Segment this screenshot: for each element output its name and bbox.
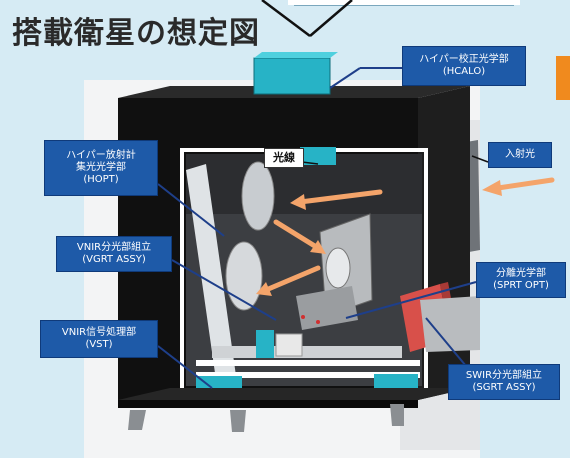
beam-arrow-1-line	[297, 189, 383, 205]
vst-module	[256, 330, 274, 358]
leader-vst	[157, 345, 213, 389]
label-hcalo-line-1: ハイパー校正光学部	[419, 54, 509, 65]
grating-base	[296, 286, 358, 330]
title-pointer-line-2	[309, 0, 353, 37]
label-vst-line-1: VNIR信号処理部	[61, 327, 137, 338]
label-vst: VNIR信号処理部 (VST)	[40, 320, 158, 358]
leader-vgrt	[171, 259, 277, 321]
label-vst-line-2: (VST)	[85, 339, 113, 350]
beam-arrow-3-line	[263, 265, 321, 293]
title-pointer-line-1	[261, 0, 311, 37]
label-vgrt-line-2: (VGRT ASSY)	[82, 254, 146, 265]
label-vgrt: VNIR分光部組立 (VGRT ASSY)	[56, 236, 172, 272]
label-sprt: 分離光学部 (SPRT OPT)	[476, 262, 566, 298]
base-edge	[118, 400, 418, 408]
hopt-mirror-arm	[186, 164, 238, 394]
beam-arrow-3-head	[256, 282, 272, 296]
label-hopt-line-3: (HOPT)	[83, 174, 119, 185]
slide-title: 搭載衛星の想定図	[12, 16, 260, 51]
swir-grey-part	[420, 296, 480, 352]
label-sprt-line-1: 分離光学部	[496, 268, 546, 279]
grating-optic	[325, 247, 351, 289]
orange-side-tab	[556, 56, 570, 100]
label-vgrt-line-1: VNIR分光部組立	[76, 242, 152, 253]
beam-arrow-2-head	[310, 240, 326, 254]
grating-dot-2	[316, 320, 320, 324]
mirror-upper	[241, 161, 275, 231]
vst-box	[275, 333, 303, 357]
foot-3	[390, 404, 404, 426]
leader-hcalo-2	[329, 67, 361, 89]
leader-lines-black	[301, 155, 489, 165]
bench-rail	[196, 360, 420, 366]
label-ray: 光線	[264, 148, 304, 168]
label-hcalo: ハイパー校正光学部 (HCALO)	[402, 46, 526, 86]
hcalo-block	[253, 57, 331, 95]
incident-arrow-line	[495, 177, 555, 191]
ray-cyan-block	[300, 147, 336, 165]
leader-ray	[301, 161, 319, 165]
mirror-lower	[225, 241, 263, 311]
leader-sprt	[345, 281, 477, 319]
beam-arrow-1-head	[290, 194, 306, 210]
header-frame-line	[294, 5, 514, 6]
label-incident-line-1: 入射光	[505, 149, 535, 160]
label-hopt-line-1: ハイパー放射計	[66, 150, 136, 161]
leader-incident	[471, 155, 489, 163]
label-sprt-line-2: (SPRT OPT)	[493, 280, 549, 291]
label-sgrt-line-2: (SGRT ASSY)	[472, 382, 536, 393]
label-sgrt-line-1: SWIR分光部組立	[465, 370, 543, 381]
optical-bench	[212, 346, 402, 358]
incident-arrow-head	[482, 180, 502, 196]
beam-arrow-2-line	[273, 219, 321, 251]
label-ray-line-1: 光線	[273, 151, 295, 164]
label-hopt-line-2: 集光光学部	[76, 162, 126, 173]
bench-rail-lower	[196, 372, 420, 378]
header-frame-bar	[288, 0, 520, 5]
label-sgrt: SWIR分光部組立 (SGRT ASSY)	[448, 364, 560, 400]
label-hcalo-line-2: (HCALO)	[442, 66, 486, 77]
leader-hopt	[157, 183, 225, 237]
foot-2	[230, 410, 246, 432]
label-incident: 入射光	[488, 142, 552, 168]
label-hopt: ハイパー放射計 集光光学部 (HOPT)	[44, 140, 158, 196]
foot-1	[128, 410, 146, 430]
beam-arrows	[256, 177, 555, 296]
grating-dot-1	[301, 315, 305, 319]
hcalo-top	[254, 52, 338, 58]
base-plate	[118, 388, 470, 400]
